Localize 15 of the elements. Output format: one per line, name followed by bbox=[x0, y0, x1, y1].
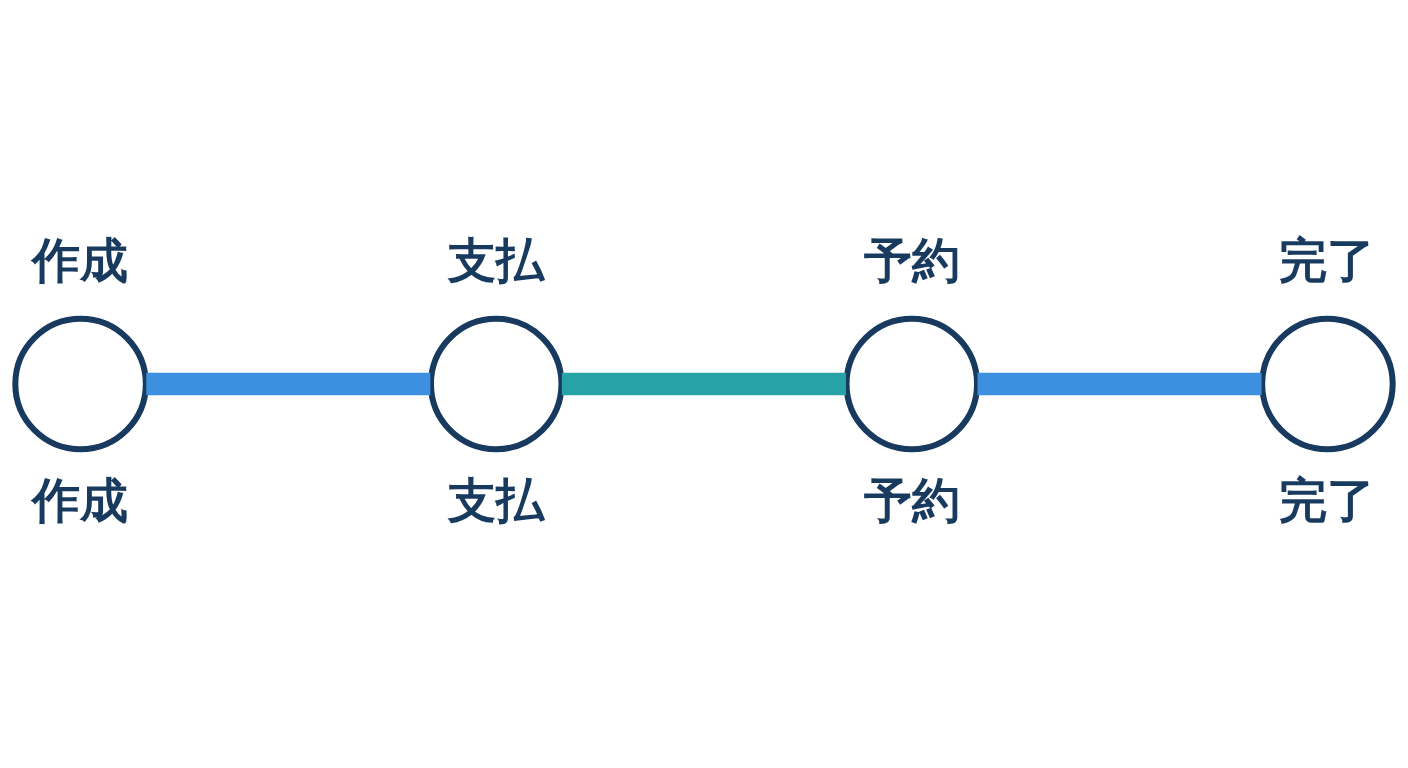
node-label: 完了 bbox=[1279, 231, 1376, 288]
connector bbox=[977, 372, 1262, 396]
node-circle bbox=[843, 315, 981, 453]
node-circle bbox=[427, 315, 565, 453]
node-circle bbox=[1259, 315, 1396, 453]
node-circle bbox=[12, 315, 149, 453]
node-label: 完了 bbox=[1279, 471, 1376, 528]
node-label: 支払 bbox=[448, 471, 545, 528]
node-label: 予約 bbox=[863, 231, 960, 288]
node-label: 作成 bbox=[32, 231, 129, 288]
node-label: 予約 bbox=[863, 471, 960, 528]
node-label: 支払 bbox=[448, 231, 545, 288]
connector bbox=[146, 372, 431, 396]
node-label: 作成 bbox=[32, 471, 129, 528]
connector bbox=[561, 372, 846, 396]
